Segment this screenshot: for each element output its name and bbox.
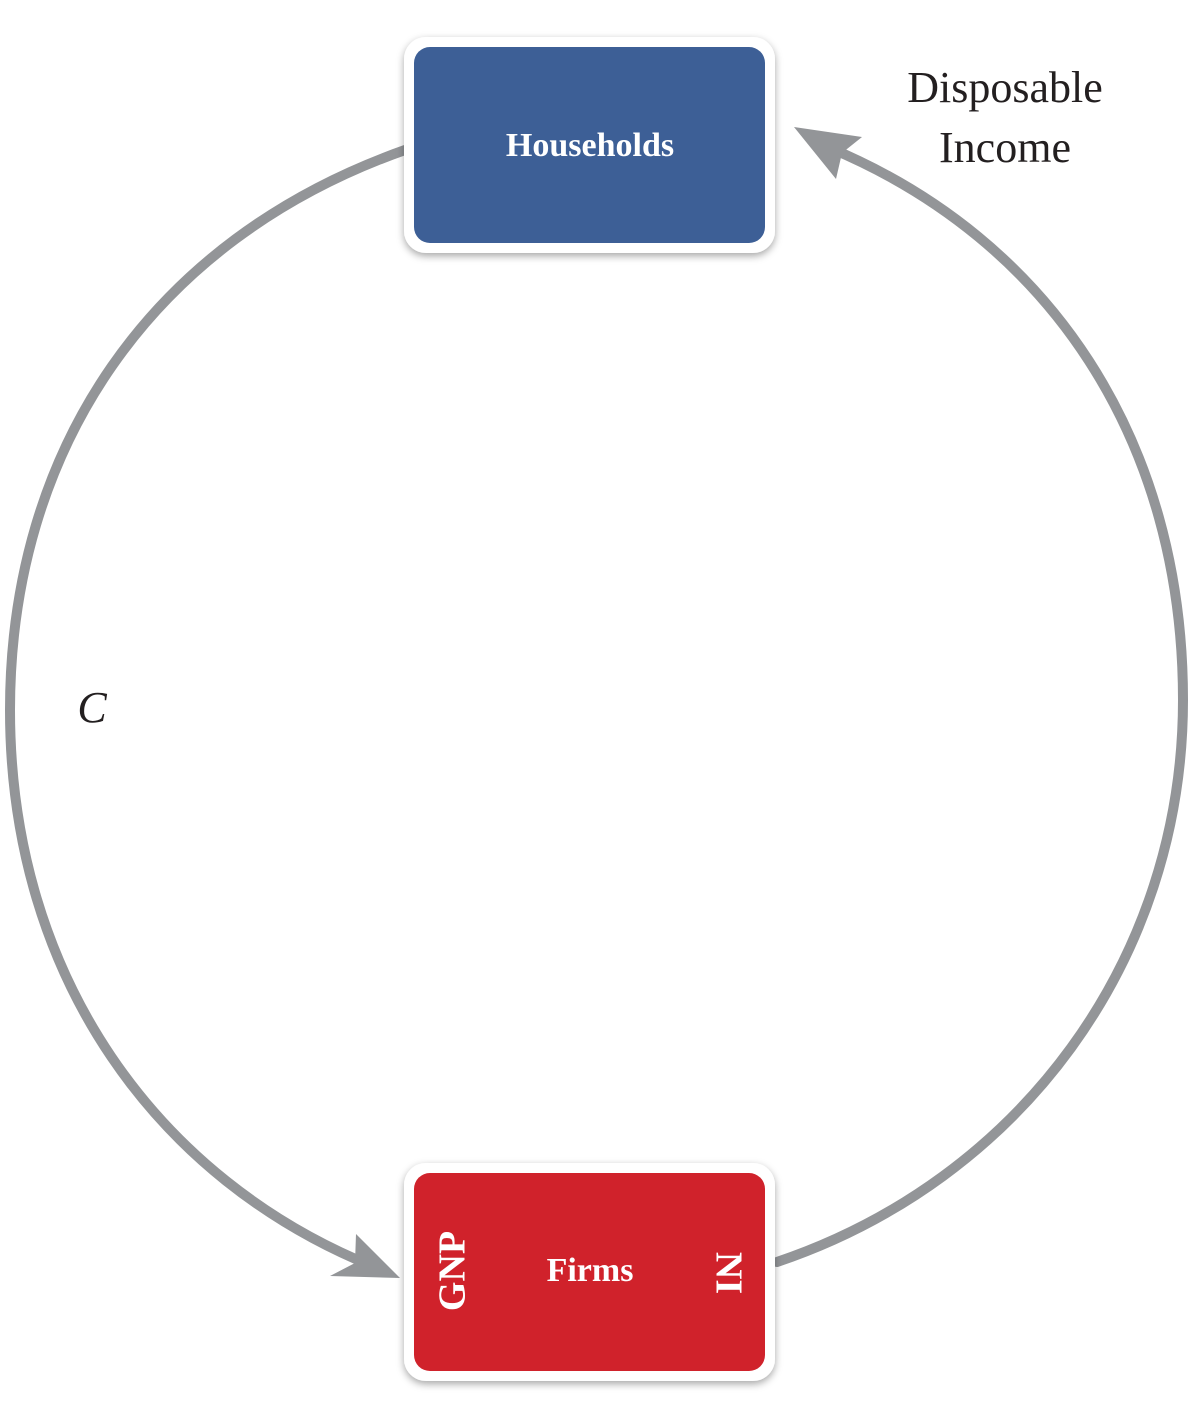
- consumption-arrowhead: [330, 1234, 400, 1278]
- consumption-label: C: [77, 683, 107, 732]
- ni-label: NI: [707, 1252, 749, 1294]
- households-label: Households: [506, 127, 674, 164]
- consumption-flow-arrow: [4, 145, 410, 1271]
- firms-box: [414, 1173, 765, 1371]
- disposable-income-label-line1: Disposable: [907, 63, 1103, 112]
- disposable-income-arrowhead: [794, 127, 862, 179]
- disposable-income-label-line2: Income: [939, 123, 1071, 172]
- households-box: [414, 47, 765, 243]
- households-node: Households: [404, 37, 775, 253]
- firms-label: Firms: [547, 1252, 634, 1289]
- disposable-income-flow-arrow: [772, 143, 1189, 1267]
- firms-node: Firms GNP NI: [404, 1163, 775, 1381]
- gnp-label: GNP: [432, 1231, 474, 1311]
